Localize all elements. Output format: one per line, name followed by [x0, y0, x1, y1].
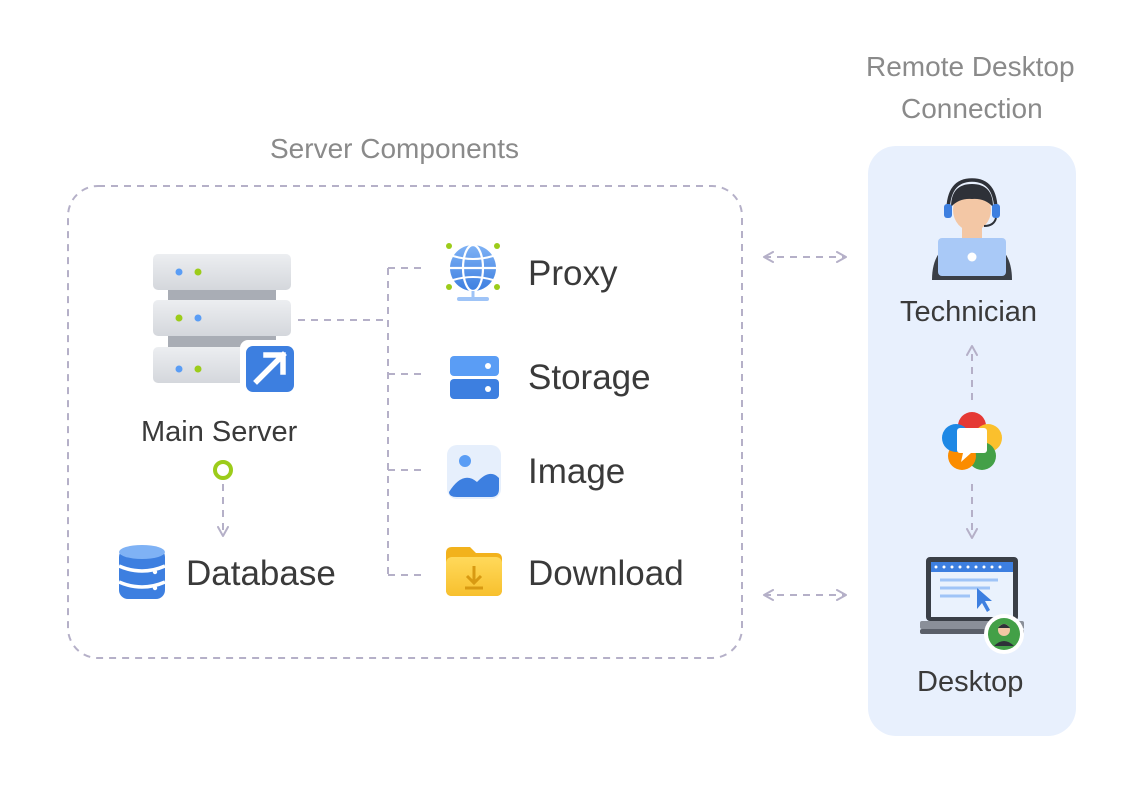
database-label: Database: [186, 554, 336, 593]
storage-drive-icon: [450, 356, 499, 399]
service-label-proxy: Proxy: [528, 254, 618, 293]
remote-group-title-line2: Connection: [901, 93, 1043, 124]
external-link-icon: [240, 340, 298, 396]
download-folder-icon: [446, 547, 502, 596]
server-rack-icon: [153, 254, 291, 383]
server-components-title: Server Components: [270, 133, 520, 164]
service-label-download: Download: [528, 554, 684, 593]
service-connectors: [298, 267, 426, 576]
remote-group-title-line1: Remote Desktop: [866, 51, 1075, 82]
webrtc-icon: [942, 412, 1002, 470]
database-icon: [118, 545, 166, 599]
laptop-user-icon: [920, 557, 1024, 654]
desktop-label: Desktop: [917, 666, 1024, 698]
technician-headset-icon: [932, 178, 1012, 280]
technician-label: Technician: [900, 296, 1038, 328]
service-label-image: Image: [528, 452, 626, 491]
globe-network-icon: [446, 243, 500, 301]
image-icon: [447, 445, 501, 499]
main-server-label: Main Server: [141, 416, 298, 448]
service-label-storage: Storage: [528, 358, 651, 397]
connection-dot: [213, 460, 233, 480]
